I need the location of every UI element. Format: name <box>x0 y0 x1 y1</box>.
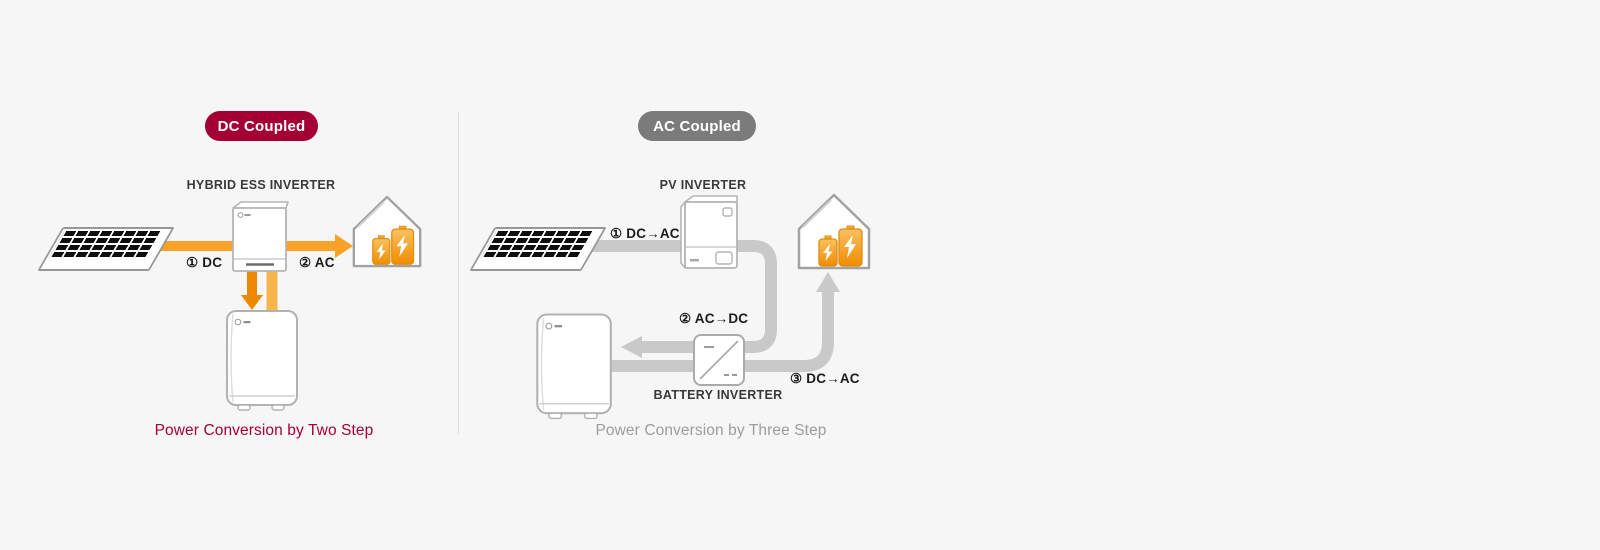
dc-caption: Power Conversion by Two Step <box>154 422 374 439</box>
hybrid-ess-inverter-label: HYBRID ESS INVERTER <box>186 178 336 192</box>
battery-tower-icon <box>226 310 298 411</box>
ac-step1-label: ① DC→AC <box>610 226 680 241</box>
ac-arrow-left-icon <box>621 336 642 358</box>
dc-arrow-down-icon <box>241 295 263 310</box>
pv-inverter-icon <box>680 195 738 269</box>
home-battery-house-icon <box>797 193 871 270</box>
solar-panel-icon <box>469 227 607 271</box>
lightning-bolt-icon <box>823 244 833 261</box>
ac-coupled-badge: AC Coupled <box>638 111 756 141</box>
ac-step3-label: ③ DC→AC <box>790 371 860 386</box>
hybrid-ess-inverter-icon <box>232 201 289 272</box>
solar-panel-cells <box>480 231 593 259</box>
ac-step2-label: ② AC→DC <box>679 311 749 326</box>
battery-inverter-icon <box>693 334 745 386</box>
ac-caption: Power Conversion by Three Step <box>595 422 827 439</box>
ac-arrow-up-icon <box>816 272 840 292</box>
dc-step1-label: ① DC <box>186 255 223 270</box>
section-divider <box>458 112 459 434</box>
battery-inverter-label: BATTERY INVERTER <box>653 388 783 402</box>
pv-inverter-label: PV INVERTER <box>659 178 747 192</box>
lightning-bolt-icon <box>376 243 386 260</box>
battery-tower-icon <box>536 313 612 420</box>
lightning-bolt-icon <box>396 234 408 257</box>
solar-panel-icon <box>37 227 175 271</box>
home-battery-house-icon <box>352 195 422 268</box>
solar-panel-cells <box>48 231 161 259</box>
dc-step2-label: ② AC <box>299 255 335 270</box>
lightning-bolt-icon <box>844 235 856 258</box>
dc-coupled-badge: DC Coupled <box>205 111 318 141</box>
